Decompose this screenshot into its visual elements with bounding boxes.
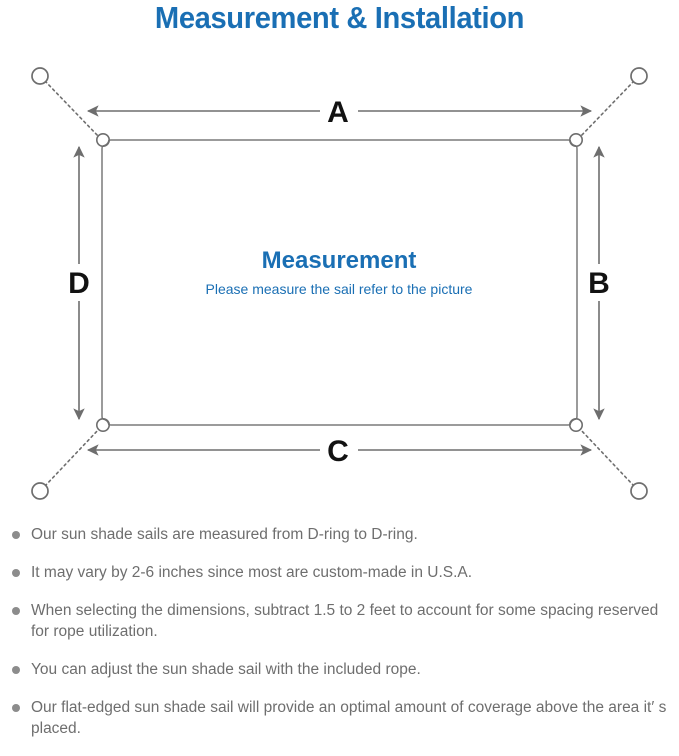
- dimension-label-c: C: [327, 435, 349, 468]
- rope-top-right: [579, 80, 635, 138]
- anchor-top-right: [630, 67, 648, 85]
- d-ring-top-right: [568, 133, 583, 148]
- d-ring-bottom-right: [568, 417, 583, 432]
- list-item: Our sun shade sails are measured from D-…: [0, 524, 679, 545]
- bullet-icon: [12, 569, 20, 577]
- rope-top-left: [44, 80, 100, 138]
- d-ring-fillets: [102, 139, 577, 426]
- fillet-bottom-right: [569, 418, 577, 426]
- d-ring-bottom-left: [96, 417, 111, 432]
- fillet-bottom-left: [102, 418, 110, 426]
- dimension-label-a: A: [327, 96, 349, 129]
- sun-shade-sail-measurement-diagram: A C D B Measurement Please measure the s…: [31, 67, 648, 500]
- rope-bottom-left: [44, 428, 100, 487]
- d-rings: [96, 133, 583, 432]
- bullet-icon: [12, 531, 20, 539]
- diagram-container: A C D B Measurement Please measure the s…: [0, 46, 679, 516]
- list-item: When selecting the dimensions, subtract …: [0, 600, 679, 642]
- anchor-points: [31, 67, 648, 500]
- d-ring-top-left: [96, 133, 111, 148]
- list-item: Our flat-edged sun shade sail will provi…: [0, 697, 679, 739]
- page-title: Measurement & Installation: [154, 0, 525, 35]
- dimension-label-b: B: [588, 267, 610, 300]
- note-text: You can adjust the sun shade sail with t…: [31, 661, 421, 678]
- fillet-top-right: [569, 139, 577, 147]
- anchor-bottom-right: [630, 482, 648, 500]
- fillet-top-left: [102, 139, 110, 147]
- sail-outline: [101, 139, 578, 426]
- note-text: It may vary by 2-6 inches since most are…: [31, 564, 473, 581]
- note-text: Our flat-edged sun shade sail will provi…: [31, 699, 667, 737]
- list-item: You can adjust the sun shade sail with t…: [0, 659, 679, 680]
- anchor-bottom-left: [31, 482, 49, 500]
- anchor-top-left: [31, 67, 49, 85]
- note-text: When selecting the dimensions, subtract …: [31, 602, 659, 640]
- note-text: Our sun shade sails are measured from D-…: [31, 526, 418, 543]
- sail-sublabel-instruction: Please measure the sail refer to the pic…: [206, 281, 473, 297]
- dimension-label-d: D: [68, 267, 90, 300]
- notes-list: Our sun shade sails are measured from D-…: [0, 524, 679, 756]
- list-item: It may vary by 2-6 inches since most are…: [0, 562, 679, 583]
- rope-lines: [44, 80, 635, 487]
- sail-label-measurement: Measurement: [262, 247, 417, 274]
- bullet-icon: [12, 704, 20, 712]
- bullet-icon: [12, 666, 20, 674]
- rope-bottom-right: [579, 428, 635, 487]
- bullet-icon: [12, 607, 20, 615]
